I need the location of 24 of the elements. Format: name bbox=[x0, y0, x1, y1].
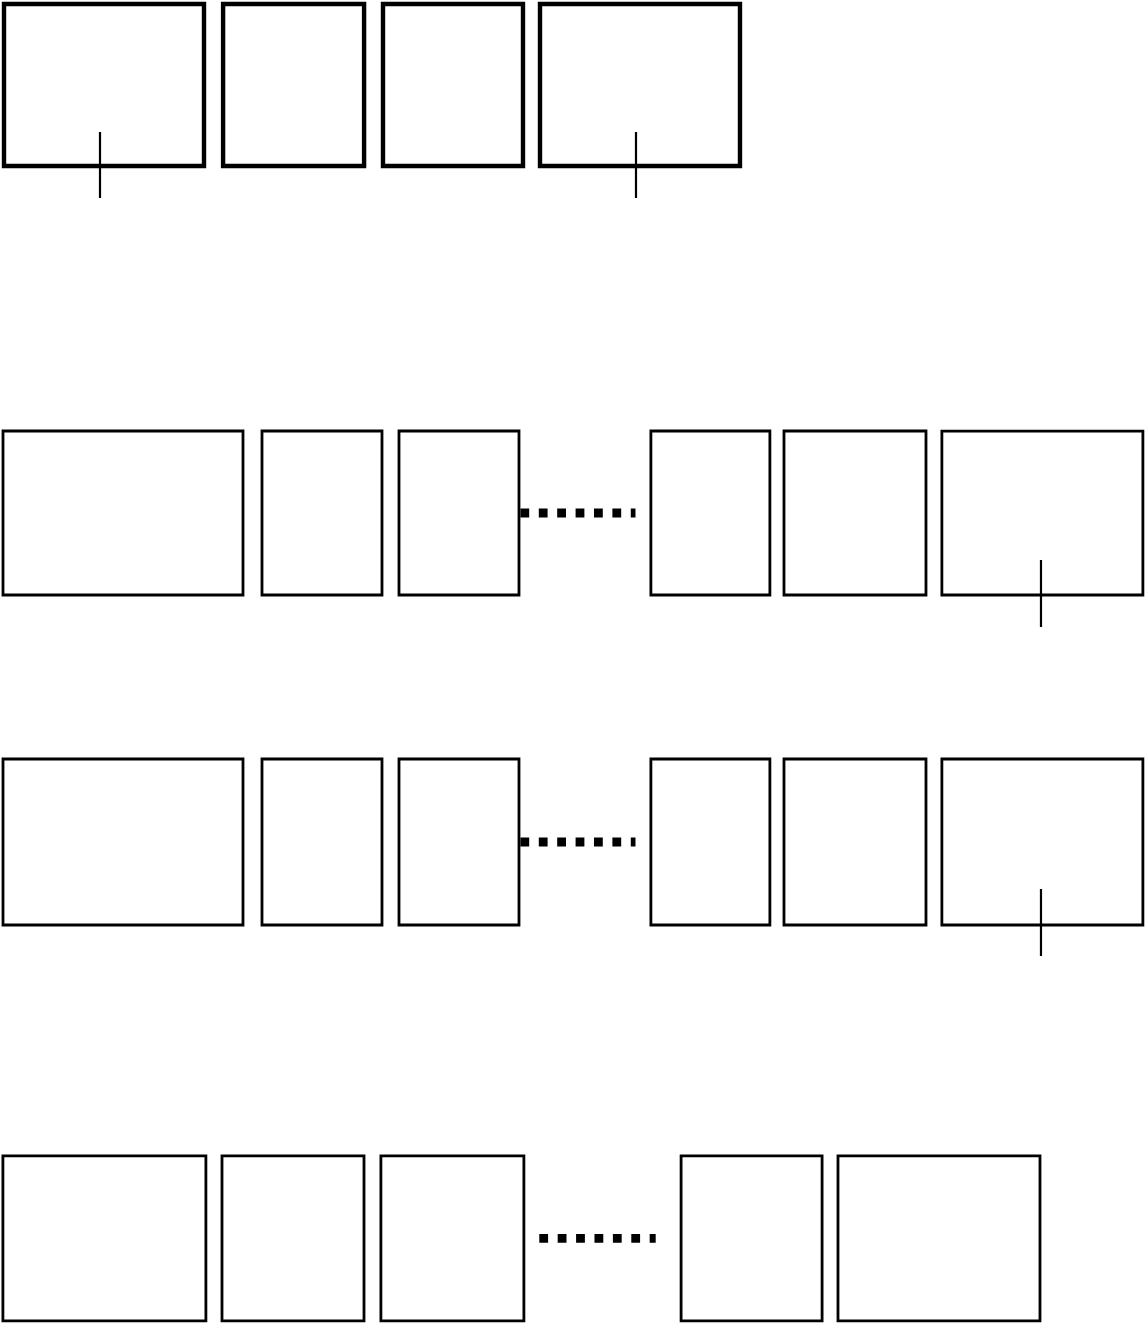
empty-box bbox=[1, 1, 207, 169]
empty-box bbox=[260, 429, 384, 597]
empty-box bbox=[1, 757, 245, 927]
empty-box bbox=[1, 1154, 208, 1323]
empty-box bbox=[649, 757, 772, 927]
empty-box bbox=[537, 1, 743, 169]
empty-box bbox=[940, 429, 1145, 597]
empty-box bbox=[679, 1154, 824, 1323]
empty-box bbox=[397, 757, 521, 927]
empty-box bbox=[782, 429, 928, 597]
empty-box bbox=[220, 1, 367, 169]
empty-box bbox=[380, 1, 526, 169]
dotted-line bbox=[520, 508, 636, 518]
empty-box bbox=[379, 1154, 526, 1323]
empty-box bbox=[649, 429, 772, 597]
empty-box bbox=[940, 757, 1145, 927]
empty-box bbox=[1, 429, 245, 597]
empty-box bbox=[260, 757, 384, 927]
dotted-line bbox=[539, 1234, 656, 1243]
dotted-line bbox=[520, 837, 636, 847]
empty-box bbox=[397, 429, 521, 597]
empty-box bbox=[220, 1154, 366, 1323]
empty-box bbox=[836, 1154, 1042, 1323]
empty-box bbox=[782, 757, 928, 927]
